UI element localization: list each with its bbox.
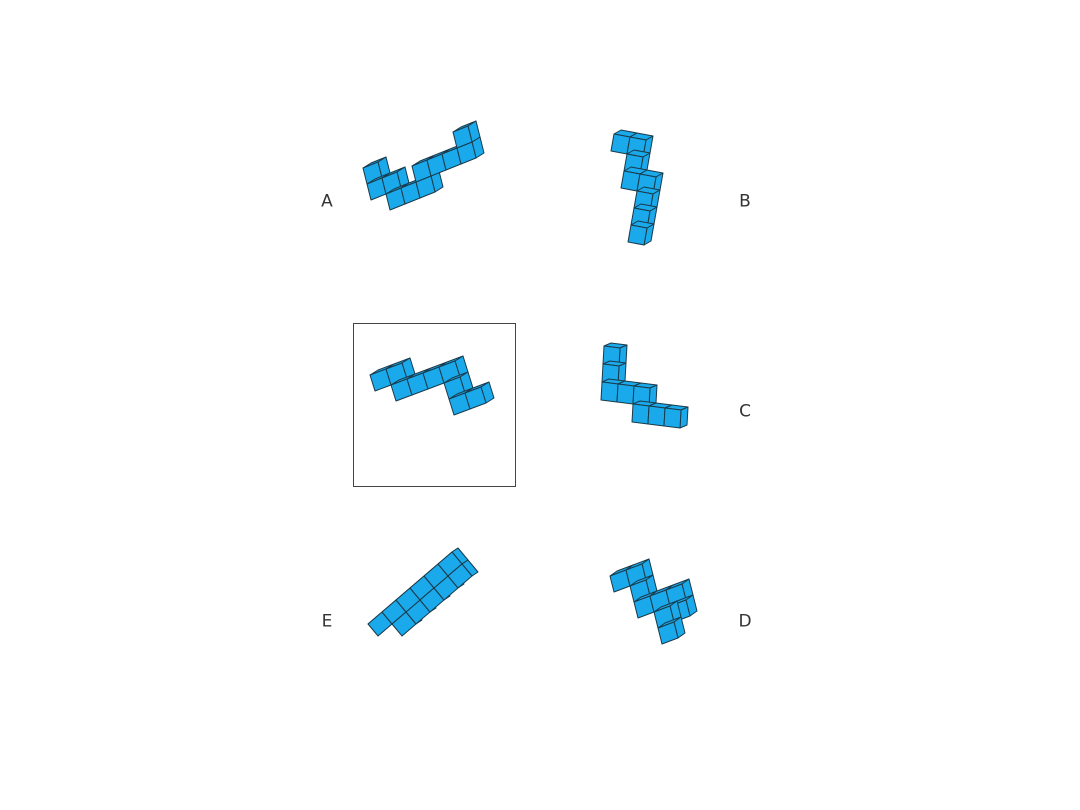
cube-front-face — [657, 621, 679, 645]
reference-box — [353, 323, 516, 487]
option-e-figure[interactable] — [367, 547, 479, 637]
cube-front-face — [452, 125, 473, 149]
option-b-figure[interactable] — [610, 129, 664, 246]
cube-front-face — [627, 224, 648, 246]
option-c-figure[interactable] — [600, 342, 689, 429]
cube-front-face — [600, 381, 619, 403]
cube-front-face — [631, 403, 650, 425]
option-label-c: C — [739, 401, 751, 422]
cube-front-face — [447, 563, 473, 589]
option-label-b: B — [739, 191, 751, 212]
cube-front-face — [464, 386, 487, 410]
option-label-d: D — [738, 611, 752, 632]
cube-front-face — [616, 383, 635, 405]
cube-front-face — [647, 405, 666, 427]
option-d-figure[interactable] — [609, 558, 698, 645]
option-label-e: E — [321, 611, 333, 632]
reference-figure — [369, 355, 495, 416]
option-label-a: A — [321, 191, 333, 212]
cube-front-face — [663, 407, 682, 429]
option-a-figure[interactable] — [362, 120, 485, 211]
